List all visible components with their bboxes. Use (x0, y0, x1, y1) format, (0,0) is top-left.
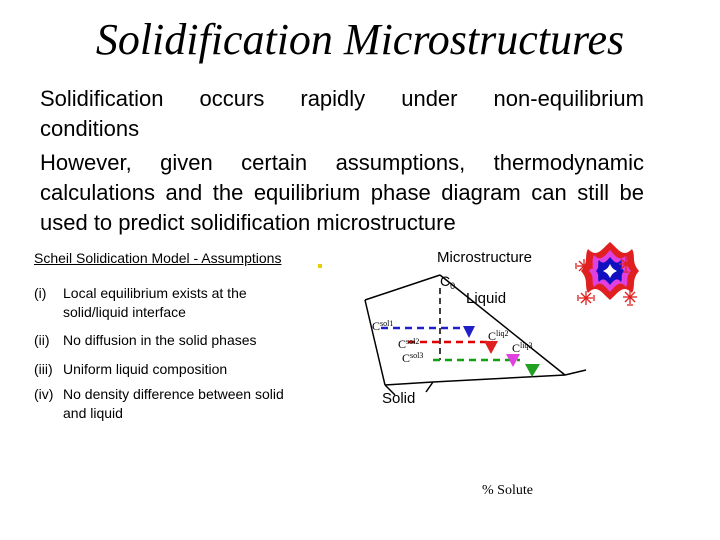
intro-word: occurs (199, 86, 265, 111)
page-title: Solidification Microstructures (95, 15, 625, 64)
assumption-item: (ii) No diffusion in the solid phases (34, 331, 293, 350)
scheil-heading: Scheil Solidication Model - Assumptions (34, 250, 282, 266)
microstructure-label: Microstructure (437, 249, 532, 266)
assumption-number: (iii) (34, 361, 53, 377)
liquid-composition-marker-4 (525, 364, 540, 377)
dendrite-icon (619, 255, 633, 273)
assumption-text: Uniform liquid composition (63, 361, 228, 377)
dendrite-icon (623, 288, 637, 306)
x-axis-label: % Solute (482, 483, 533, 498)
intro-word: rapidly (300, 86, 366, 111)
liquidus-line (439, 274, 566, 376)
csol1-label: Csol1 (372, 319, 393, 333)
liquid-composition-marker-1 (463, 326, 475, 338)
assumption-text: Local equilibrium exists at the solid/li… (63, 285, 247, 320)
intro-word: Solidification (40, 86, 164, 111)
assumption-number: (ii) (34, 332, 50, 348)
intro-line-1: Solidification occurs rapidly under non-… (40, 84, 644, 114)
intro-line-2: conditions (40, 116, 140, 141)
assumption-item: (i) Local equilibrium exists at the solid… (34, 284, 293, 322)
assumption-number: (iv) (34, 386, 54, 402)
cliq2-label: Cliq2 (488, 329, 508, 343)
liquidus-upper-line (364, 274, 441, 301)
eutectic-line (432, 374, 566, 383)
assumption-item: (iii) Uniform liquid composition (34, 360, 293, 379)
intro-word: non-equilibrium (493, 86, 644, 111)
solid-label: Solid (382, 390, 415, 407)
intro-word: under (401, 86, 458, 111)
lower-branch-line (384, 384, 396, 396)
dendrite-cluster (575, 255, 637, 306)
assumption-item: (iv) No density difference between solid … (34, 385, 293, 423)
c0-label: C0 (440, 273, 455, 291)
intro-paragraph: Solidification occurs rapidly under non-… (40, 84, 644, 144)
assumption-text: No density difference between solid and … (63, 386, 284, 421)
decorative-dot (318, 264, 322, 268)
dendrite-icon (577, 291, 595, 305)
lower-branch-line-2 (425, 381, 434, 393)
assumption-text: No diffusion in the solid phases (63, 332, 257, 348)
csol3-label: Csol3 (402, 351, 423, 365)
liquid-label: Liquid (466, 290, 506, 307)
liquid-composition-marker-2 (484, 341, 498, 354)
right-branch-line (564, 369, 587, 376)
dendrite-icon (575, 259, 593, 273)
assumptions-paragraph: However, given certain assumptions, ther… (40, 150, 644, 235)
csol2-label: Csol2 (398, 337, 419, 351)
liquid-composition-marker-3 (506, 354, 520, 367)
assumption-number: (i) (34, 285, 47, 301)
cliq3-label: Cliq3 (512, 341, 532, 355)
solidus-line (364, 299, 386, 386)
eutectic-line-left (384, 381, 434, 386)
